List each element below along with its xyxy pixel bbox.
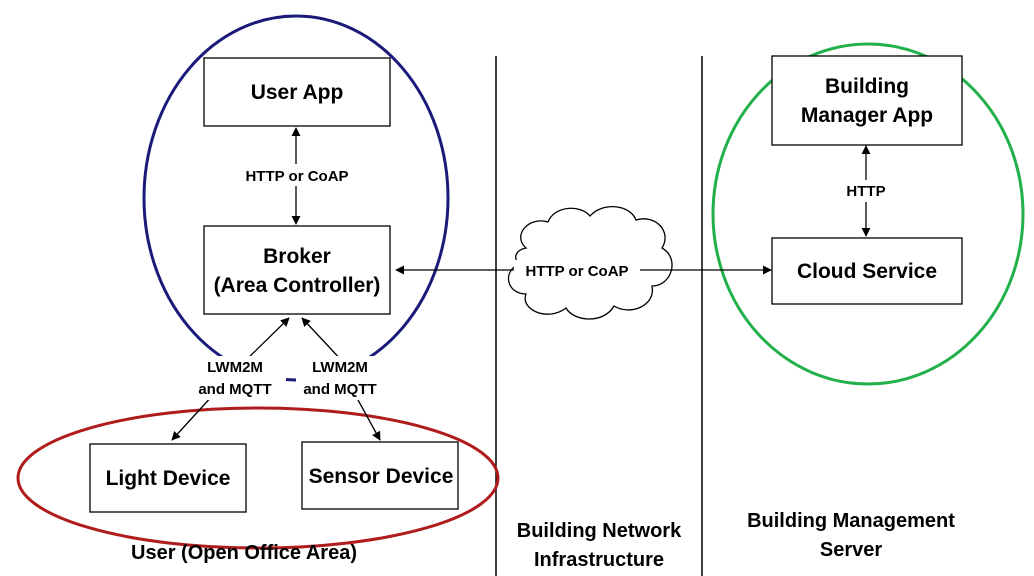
broker-label: Broker [263, 245, 331, 268]
edge-label-sensor-protocol-2: and MQTT [303, 381, 376, 398]
server-zone-label: Building Management [747, 510, 955, 532]
edge-label-broker-cloud: HTTP or CoAP [525, 263, 628, 280]
broker-subtitle-label: (Area Controller) [214, 274, 381, 297]
building-manager-app-label-2: Manager App [801, 104, 933, 127]
server-zone-label-2: Server [820, 539, 882, 561]
network-zone-label-2: Infrastructure [534, 549, 664, 571]
user-app-label: User App [251, 81, 344, 104]
building-manager-app-label: Building [825, 75, 909, 98]
edge-label-sensor-protocol: LWM2M [312, 359, 368, 376]
server-zone-ellipse [711, 42, 1025, 386]
building-manager-app-box [771, 55, 963, 146]
light-device-box [89, 443, 247, 513]
edge-label-user-broker: HTTP or CoAP [245, 168, 348, 185]
sensor-device-label: Sensor Device [309, 465, 454, 488]
network-zone-label: Building Network [517, 520, 682, 542]
broker-box [203, 225, 391, 315]
edge-label-manager-cloud: HTTP [846, 183, 885, 200]
sensor-device-box [301, 441, 459, 510]
cloud-service-label: Cloud Service [797, 260, 937, 283]
cloud-service-box [771, 237, 963, 305]
light-device-label: Light Device [106, 467, 231, 490]
edge-label-light-protocol-2: and MQTT [198, 381, 271, 398]
user-zone-label: User (Open Office Area) [131, 542, 357, 564]
edge-label-light-protocol: LWM2M [207, 359, 263, 376]
user-app-box [203, 57, 391, 127]
